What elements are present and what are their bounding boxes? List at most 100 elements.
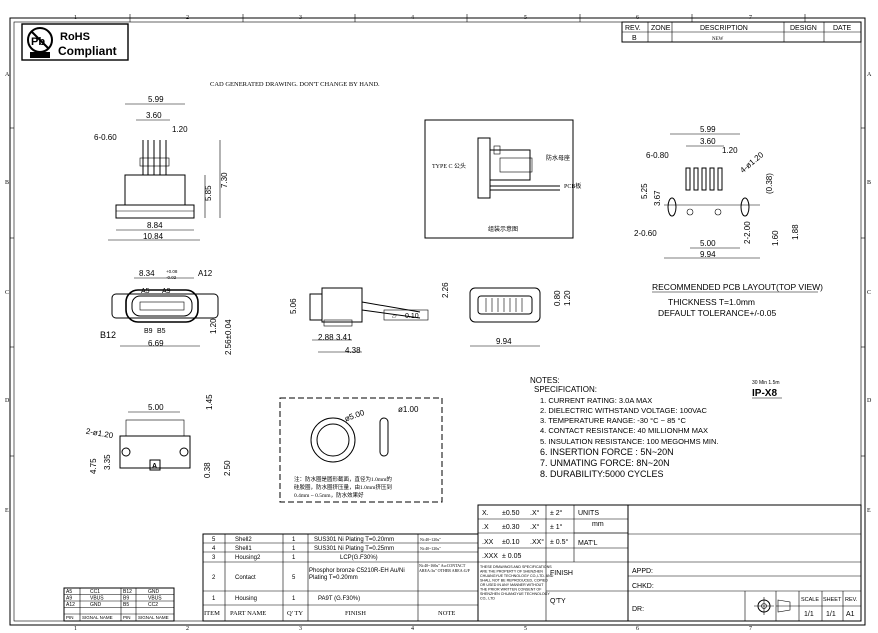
right-dim-a: 0.80 (553, 290, 562, 306)
pcb-layout-title: RECOMMENDED PCB LAYOUT(TOP VIEW) (652, 282, 823, 292)
tol-x3-val: ± 0.05 (502, 553, 522, 560)
bom-name: Housing2 (235, 555, 261, 561)
seal-note-3: 0.4mm ~ 0.5mm，防水效果好 (294, 491, 364, 499)
pcb-dim-pin: 1.20 (722, 146, 738, 155)
sheet-value: 1/1 (826, 611, 836, 618)
sheet-label: SHEET (823, 597, 842, 603)
right-dim-b: 1.20 (563, 290, 572, 306)
projection-symbol-icon (754, 597, 791, 615)
side-view: 5.06 2.26 2.88 3.41 4.38 ▱ 0.10 (289, 282, 450, 355)
rev-value: A1 (846, 611, 855, 618)
bom-finish-wrap: Phosphor bronze C5210R-EH Au/Ni Plating … (309, 568, 405, 581)
pcb-thickness: THICKNESS T=1.0mm (668, 297, 755, 307)
tol-ang2-val: ± 0.5° (550, 538, 569, 546)
col-label: 4 (411, 15, 414, 21)
description-value: NEW (712, 37, 724, 42)
pcb-dim-width: 9.94 (700, 250, 716, 259)
copyright-line: THESE DRAWINGS AND SPECIFICATIONS (480, 565, 552, 569)
front-dim-w2: 10.84 (143, 232, 164, 241)
side-dim-top: 2.26 (441, 282, 450, 298)
col-label: 5 (524, 15, 527, 21)
col-label-bottom: 2 (186, 626, 189, 632)
column-markers: 1 2 3 4 5 6 7 1 2 3 4 5 6 7 (74, 14, 806, 632)
revision-block: REV. ZONE DESCRIPTION DESIGN DATE B NEW (621, 21, 862, 43)
col-label: 2 (186, 15, 189, 21)
section-marker: A (152, 463, 157, 470)
bom-note: Ni:40~120u" (420, 537, 441, 542)
row-label: A (5, 72, 10, 78)
row-label-right: C (867, 290, 871, 296)
note-item: 4. CONTACT RESISTANCE: 40 MILLIONHM MAX (540, 426, 708, 435)
end-a5: A5 (141, 288, 150, 295)
bom-name: Contact (235, 575, 256, 581)
tol-ang2: .XX° (530, 538, 544, 546)
dr-label: DR: (632, 606, 644, 613)
bom-qty: 1 (292, 546, 296, 552)
pcb-dim-hole: 2-0.60 (634, 229, 657, 238)
side-dim-a: 2.88 (318, 333, 334, 342)
pcb-dim-rows: 6-0.80 (646, 151, 669, 160)
col-label-bottom: 4 (411, 626, 414, 632)
seal-note-1: 注：防水圈是圆形截面，直径为1.0mm的 (294, 475, 392, 483)
finish-label: FINISH (550, 570, 573, 577)
pcb-dim-v1: 1.60 (771, 230, 780, 246)
notes-spec: SPECIFICATION: (534, 385, 597, 394)
right-dim-w: 9.94 (496, 337, 512, 346)
cad-note: CAD GENERATED DRAWING. DON'T CHANGE BY H… (210, 81, 380, 88)
bom-name: Shell1 (235, 546, 252, 552)
zone-header: ZONE (651, 25, 671, 32)
col-label-bottom: 3 (299, 626, 302, 632)
bom-header: NOTE (438, 610, 455, 617)
note-item: 6. INSERTION FORCE : 5N~20N (540, 447, 674, 457)
pcb-dim-mid: 3.60 (700, 137, 716, 146)
assembly-type-c: TYPE C 公头 (432, 162, 466, 170)
front-dim-side: 6-0.60 (94, 133, 117, 142)
front-dim-pitch: 3.60 (146, 111, 162, 120)
bom-item: 3 (212, 555, 216, 561)
sig-name: GND (90, 602, 102, 608)
bom-item: 2 (212, 575, 216, 581)
scale-value: 1/1 (804, 611, 814, 618)
assembly-diagram: TYPE C 公头 防水母座 PCB板 组装示意图 (424, 119, 581, 239)
copyright-line: OR USED IN ANY MANNER WITHOUT (480, 583, 544, 587)
bom-name: Housing (235, 596, 257, 602)
bom-qty: 1 (292, 537, 296, 543)
front-dim-top: 5.99 (148, 95, 164, 104)
bom-header: PART NAME (230, 610, 266, 617)
sig-pin: A12 (66, 602, 75, 608)
rohs-logo: Pb RoHS Compliant (21, 23, 129, 61)
seal-dim-cs: ø1.00 (398, 405, 419, 414)
seal-dim-outer: ø5.00 (343, 408, 366, 424)
assembly-pcb: PCB板 (564, 182, 581, 190)
bottom-dim-v1: 4.75 (89, 458, 98, 474)
end-b12: B12 (100, 330, 116, 340)
bom-item: 1 (212, 596, 216, 602)
end-a9: A9 (162, 288, 171, 295)
chkd-label: CHKD: (632, 583, 654, 590)
notes-title: NOTES: (530, 376, 560, 385)
bom-name: Shell2 (235, 537, 252, 543)
pcb-dim-slot: (0.38) (765, 173, 774, 194)
tol-ang1-val: ± 1° (550, 523, 563, 531)
bom-finish: SUS301 Ni Plating T=0.25mm (314, 546, 394, 552)
row-label: B (5, 180, 9, 186)
pcb-dim-diag: 4-ø1.20 (738, 150, 765, 175)
tol-x2: .XX (482, 539, 494, 546)
col-label-bottom: 5 (524, 626, 527, 632)
units-label: UNITS (578, 510, 599, 517)
pcb-layout-view: 5.99 3.60 1.20 6-0.80 4-ø1.20 5.25 3.67 … (634, 125, 823, 318)
tol-x-val: ±0.50 (502, 510, 520, 517)
bom-qty: 1 (292, 555, 296, 561)
rohs-line1: RoHS (60, 31, 90, 43)
tol-x: X. (482, 510, 489, 517)
qty-label: Q'TY (550, 598, 566, 605)
tol-ang: .X° (530, 509, 540, 517)
sig-name: GND (148, 589, 160, 595)
pcb-tolerance: DEFAULT TOLERANCE+/-0.05 (658, 308, 776, 318)
seal-detail: ø5.00 ø1.00 注：防水圈是圆形截面，直径为1.0mm的 硅胶圈，防水圈… (279, 397, 443, 503)
col-label-bottom: 1 (74, 626, 77, 632)
end-dim-b: 6.69 (148, 339, 164, 348)
design-header: DESIGN (790, 25, 817, 32)
front-dim-pin: 1.20 (172, 125, 188, 134)
